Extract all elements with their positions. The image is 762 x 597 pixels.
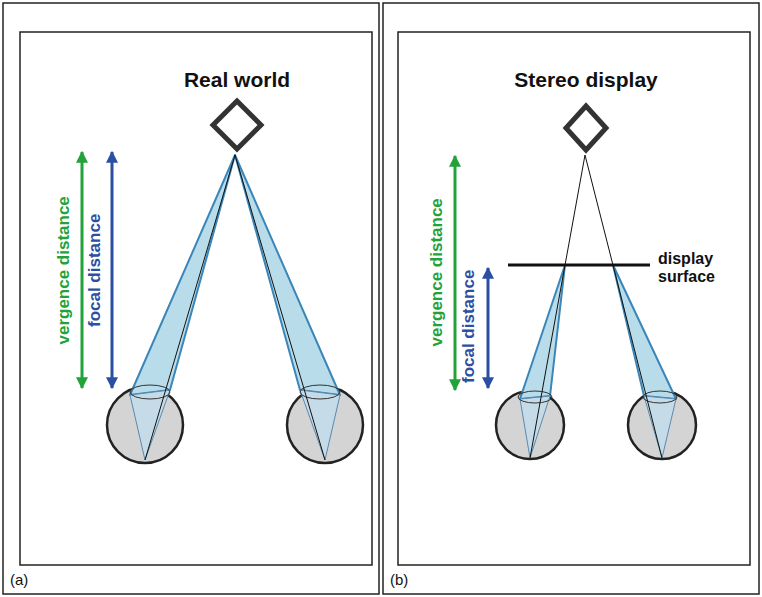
- panel-letter: (a): [10, 572, 28, 589]
- vergence-label: vergence distance: [428, 198, 447, 346]
- panel-frame: [3, 3, 379, 594]
- panel-frame: [383, 3, 759, 594]
- panel-frame: [20, 32, 372, 565]
- panel-title: Stereo display: [514, 68, 658, 91]
- panel-letter: (b): [390, 572, 408, 589]
- vergence-label: vergence distance: [55, 196, 74, 344]
- focal-label: focal distance: [461, 269, 480, 382]
- display-surface-line: [508, 264, 650, 267]
- real-world-scene: [82, 101, 363, 463]
- panel-frame: [398, 32, 750, 565]
- surface-label: display surface: [658, 250, 738, 285]
- panel-title: Real world: [184, 68, 290, 91]
- focal-label: focal distance: [87, 213, 106, 326]
